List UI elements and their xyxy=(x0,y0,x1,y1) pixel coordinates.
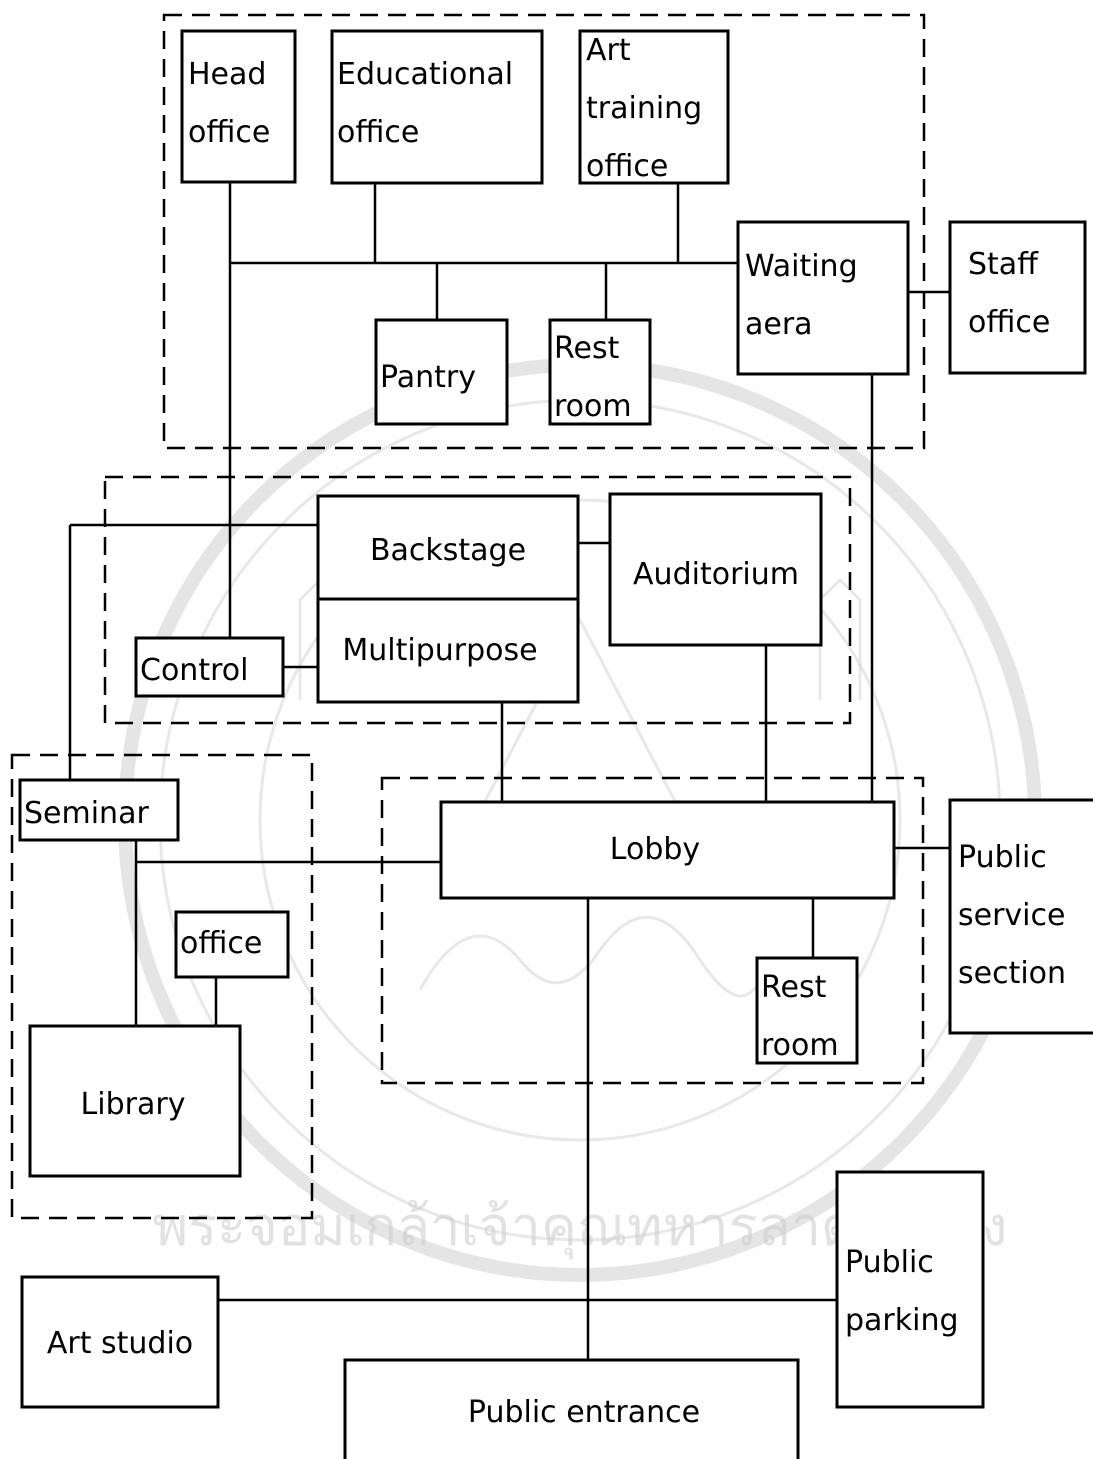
room-label: Pantry xyxy=(380,360,476,395)
room-art-training-office: Art training office xyxy=(578,29,730,185)
room-label: Control xyxy=(140,653,248,688)
svg-text:Library: Library xyxy=(81,1087,186,1122)
room-label: office xyxy=(188,115,270,150)
room-pantry: Pantry xyxy=(374,318,509,426)
svg-text:Art studio: Art studio xyxy=(47,1326,193,1361)
svg-text:Multipurpose: Multipurpose xyxy=(342,633,537,668)
room-seminar: Seminar xyxy=(18,778,180,842)
room-control: Control xyxy=(134,636,285,698)
room-public-service-section: Public service section xyxy=(948,798,1093,1035)
room-label: Auditorium xyxy=(633,557,799,592)
room-label: Seminar xyxy=(24,796,149,831)
svg-text:Public entrance: Public entrance xyxy=(468,1395,700,1430)
room-label: Public xyxy=(958,840,1047,875)
svg-text:Rest: Rest xyxy=(554,331,620,366)
room-label: Staff xyxy=(968,247,1039,282)
room-library-office: office xyxy=(174,910,290,979)
svg-text:Rest: Rest xyxy=(761,970,827,1005)
svg-text:Pantry: Pantry xyxy=(380,360,476,395)
svg-text:service: service xyxy=(958,898,1065,933)
room-label: Head xyxy=(188,57,266,92)
room-label: Rest xyxy=(554,331,620,366)
svg-text:Auditorium: Auditorium xyxy=(633,557,799,592)
room-label: Library xyxy=(81,1087,186,1122)
svg-text:Seminar: Seminar xyxy=(24,796,149,831)
svg-text:section: section xyxy=(958,956,1066,991)
room-label: office xyxy=(337,115,419,150)
room-backstage: Backstage xyxy=(316,494,580,601)
svg-text:Head: Head xyxy=(188,57,266,92)
svg-text:parking: parking xyxy=(845,1303,959,1338)
svg-text:Control: Control xyxy=(140,653,248,688)
svg-text:Staff: Staff xyxy=(968,247,1039,282)
room-label: Public entrance xyxy=(468,1395,700,1430)
svg-text:training: training xyxy=(586,91,702,126)
room-educational-office: Educational office xyxy=(330,29,544,185)
room-multipurpose: Multipurpose xyxy=(316,597,580,704)
room-label: section xyxy=(958,956,1066,991)
room-label: Rest xyxy=(761,970,827,1005)
room-label: office xyxy=(586,149,668,184)
room-label: Waiting xyxy=(745,249,858,284)
svg-text:office: office xyxy=(180,926,262,961)
svg-text:Educational: Educational xyxy=(337,57,513,92)
svg-text:Lobby: Lobby xyxy=(610,832,700,867)
room-label: office xyxy=(968,305,1050,340)
room-staff-office: Staff office xyxy=(948,220,1087,375)
room-label: room xyxy=(761,1028,839,1063)
svg-text:office: office xyxy=(586,149,668,184)
connections xyxy=(68,182,950,1360)
room-label: Public xyxy=(845,1245,934,1280)
room-auditorium: Auditorium xyxy=(608,492,823,647)
svg-text:room: room xyxy=(761,1028,839,1063)
room-head-office: Head office xyxy=(180,29,297,184)
room-label: parking xyxy=(845,1303,959,1338)
svg-text:office: office xyxy=(968,305,1050,340)
svg-text:Backstage: Backstage xyxy=(370,533,526,568)
svg-text:office: office xyxy=(188,115,270,150)
room-label: training xyxy=(586,91,702,126)
zone-administration xyxy=(162,13,926,450)
svg-text:Waiting: Waiting xyxy=(745,249,858,284)
room-rest-room-admin: Rest room xyxy=(548,318,652,426)
room-label: Art studio xyxy=(47,1326,193,1361)
svg-text:room: room xyxy=(554,389,632,424)
room-label: Art xyxy=(586,33,631,68)
room-label: Lobby xyxy=(610,832,700,867)
room-library: Library xyxy=(28,1024,242,1178)
room-label: office xyxy=(180,926,262,961)
room-label: service xyxy=(958,898,1065,933)
svg-text:Public: Public xyxy=(845,1245,934,1280)
svg-text:Art: Art xyxy=(586,33,631,68)
zone-learning xyxy=(10,753,314,1220)
room-label: Educational xyxy=(337,57,513,92)
room-public-parking: Public parking xyxy=(835,1170,985,1409)
svg-text:office: office xyxy=(337,115,419,150)
room-label: aera xyxy=(745,307,813,342)
svg-text:Public: Public xyxy=(958,840,1047,875)
room-label: room xyxy=(554,389,632,424)
room-rest-room-lobby: Rest room xyxy=(755,956,859,1065)
room-waiting-area: Waiting aera xyxy=(736,220,910,376)
room-art-studio: Art studio xyxy=(20,1275,220,1409)
room-label: Backstage xyxy=(370,533,526,568)
room-public-entrance: Public entrance xyxy=(343,1358,800,1459)
room-label: Multipurpose xyxy=(342,633,537,668)
room-lobby: Lobby xyxy=(439,800,896,900)
zones xyxy=(10,13,926,1220)
svg-text:aera: aera xyxy=(745,307,813,342)
zone-performance xyxy=(103,475,852,725)
